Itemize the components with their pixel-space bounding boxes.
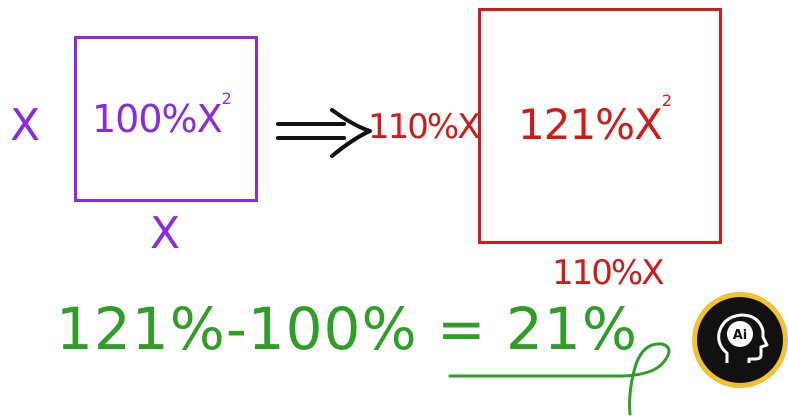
small-square-area-label: 100%X2 <box>92 91 232 141</box>
logo-text: Ai <box>733 328 748 343</box>
underline-squiggle <box>448 342 671 416</box>
big-square-side-label: 110%X <box>368 107 480 147</box>
small-area-exponent: 2 <box>221 89 232 109</box>
big-area-exponent: 2 <box>661 91 672 110</box>
small-square-bottom-label: X <box>150 208 181 259</box>
big-square-bottom-label: 110%X <box>552 253 664 293</box>
big-square <box>478 8 722 244</box>
big-area-text: 121%X <box>518 100 663 149</box>
small-square <box>74 36 258 202</box>
small-area-text: 100%X <box>92 97 223 141</box>
small-square-side-label: X <box>10 100 41 151</box>
implies-arrow-icon <box>276 108 372 158</box>
ai-logo: Ai <box>697 297 783 383</box>
big-square-area-label: 121%X2 <box>518 93 672 146</box>
brain-head-icon: Ai <box>717 313 769 363</box>
percentage-equation: 121%-100% = 21% <box>56 295 638 363</box>
